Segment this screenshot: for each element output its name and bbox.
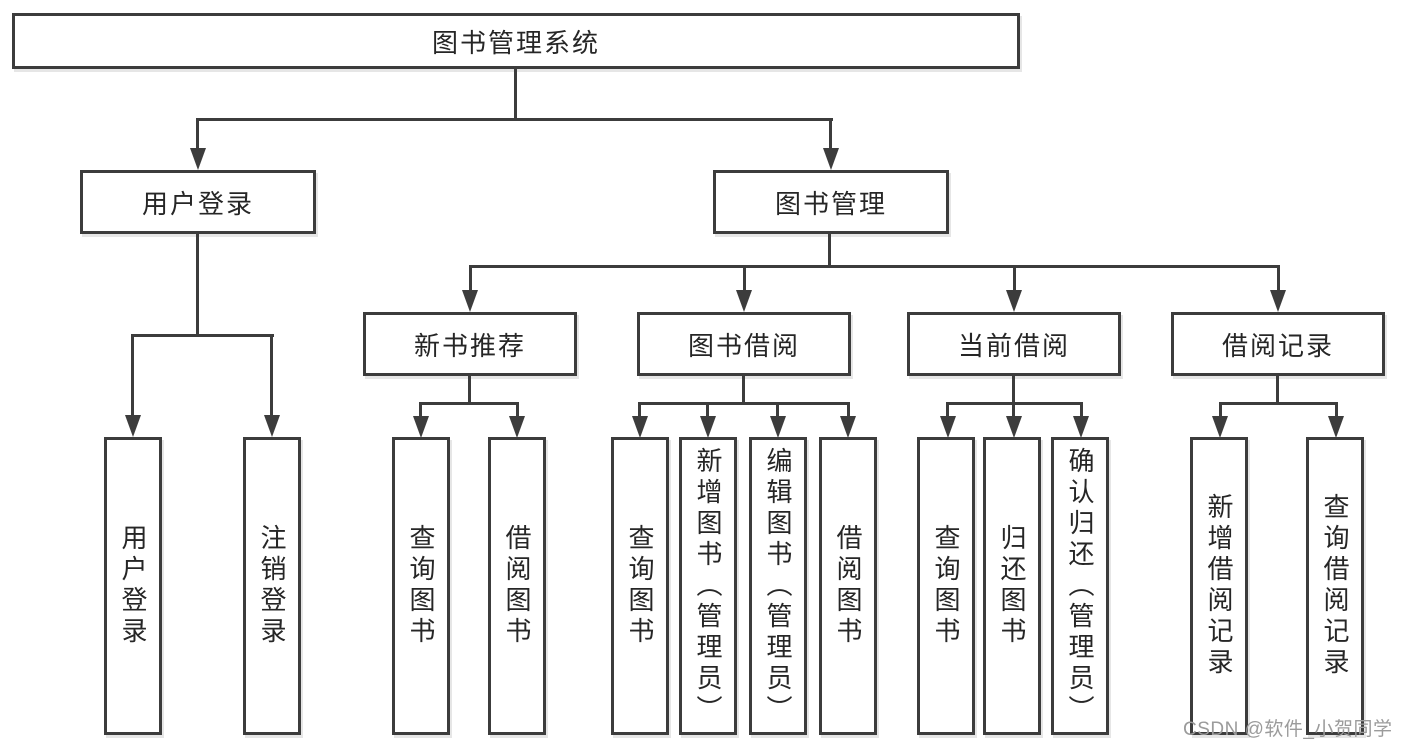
leaf-query-borrow-record: 查询借阅记录 — [1306, 437, 1364, 735]
leaf-label: 归还图书 — [997, 524, 1027, 648]
connector-line — [469, 265, 472, 292]
node-user-login: 用户登录 — [80, 170, 316, 234]
connector-line — [516, 402, 519, 417]
arrow-down-icon — [736, 290, 752, 312]
node-label: 用户登录 — [141, 188, 254, 219]
connector-line — [196, 234, 199, 337]
connector-line — [468, 376, 471, 404]
leaf-borrow-books-recommend: 借阅图书 — [488, 437, 546, 735]
connector-line — [706, 402, 709, 417]
node-borrowing-records: 借阅记录 — [1171, 312, 1385, 376]
connector-line — [419, 402, 519, 405]
arrow-down-icon — [1270, 290, 1286, 312]
arrow-down-icon — [1006, 416, 1022, 438]
connector-line — [946, 402, 949, 417]
arrow-down-icon — [632, 416, 648, 438]
leaf-label: 查询图书 — [931, 524, 961, 648]
connector-line — [270, 334, 273, 417]
connector-line — [1277, 265, 1280, 292]
connector-line — [419, 402, 422, 417]
node-book-management: 图书管理 — [713, 170, 949, 234]
node-label: 当前借阅 — [957, 330, 1070, 361]
node-label: 图书管理系统 — [431, 27, 600, 58]
leaf-query-books-recommend: 查询图书 — [392, 437, 450, 735]
leaf-label: 查询图书 — [625, 524, 655, 648]
leaf-confirm-return-admin: 确认归还（管理员） — [1051, 437, 1109, 735]
leaf-label: 用户登录 — [118, 524, 148, 648]
arrow-down-icon — [1212, 416, 1228, 438]
node-label: 新书推荐 — [413, 330, 526, 361]
connector-line — [1012, 402, 1015, 417]
arrow-down-icon — [509, 416, 525, 438]
leaf-add-book-admin: 新增图书（管理员） — [679, 437, 737, 735]
connector-line — [1276, 376, 1279, 404]
leaf-logout: 注销登录 — [243, 437, 301, 735]
connector-line — [1013, 265, 1016, 292]
arrow-down-icon — [1073, 416, 1089, 438]
leaf-label: 查询借阅记录 — [1320, 493, 1350, 679]
leaf-query-books-current: 查询图书 — [917, 437, 975, 735]
connector-line — [829, 118, 832, 150]
connector-line — [196, 118, 833, 121]
arrow-down-icon — [125, 415, 141, 437]
connector-line — [1012, 376, 1015, 404]
leaf-label: 确认归还（管理员） — [1065, 446, 1095, 726]
csdn-watermark: CSDN @软件_小贺同学 — [1183, 719, 1393, 740]
arrow-down-icon — [264, 415, 280, 437]
connector-line — [1219, 402, 1222, 417]
node-current-borrowing: 当前借阅 — [907, 312, 1121, 376]
node-new-book-recommendation: 新书推荐 — [363, 312, 577, 376]
arrow-down-icon — [823, 148, 839, 170]
arrow-down-icon — [462, 290, 478, 312]
connector-line — [514, 69, 517, 118]
connector-line — [828, 234, 831, 268]
leaf-add-borrow-record: 新增借阅记录 — [1190, 437, 1248, 735]
arrow-down-icon — [770, 416, 786, 438]
leaf-label: 新增图书（管理员） — [693, 446, 723, 726]
leaf-edit-book-admin: 编辑图书（管理员） — [749, 437, 807, 735]
connector-line — [847, 402, 850, 417]
leaf-user-login: 用户登录 — [104, 437, 162, 735]
leaf-label: 新增借阅记录 — [1204, 493, 1234, 679]
connector-line — [1219, 402, 1337, 405]
connector-line — [743, 265, 746, 292]
arrow-down-icon — [1328, 416, 1344, 438]
connector-line — [1335, 402, 1338, 417]
arrow-down-icon — [940, 416, 956, 438]
leaf-label: 查询图书 — [406, 524, 436, 648]
leaf-return-book: 归还图书 — [983, 437, 1041, 735]
connector-line — [196, 118, 199, 150]
node-label: 借阅记录 — [1221, 330, 1334, 361]
leaf-label: 注销登录 — [257, 524, 287, 648]
arrow-down-icon — [190, 148, 206, 170]
node-book-borrowing: 图书借阅 — [637, 312, 851, 376]
leaf-label: 借阅图书 — [502, 524, 532, 648]
leaf-label: 编辑图书（管理员） — [763, 446, 793, 726]
arrow-down-icon — [840, 416, 856, 438]
connector-line — [1080, 402, 1083, 417]
node-label: 图书管理 — [774, 188, 887, 219]
node-label: 图书借阅 — [687, 330, 800, 361]
arrow-down-icon — [413, 416, 429, 438]
connector-line — [742, 376, 745, 404]
arrow-down-icon — [700, 416, 716, 438]
connector-line — [638, 402, 641, 417]
connector-line — [638, 402, 850, 405]
leaf-borrow-books-borrowing: 借阅图书 — [819, 437, 877, 735]
arrow-down-icon — [1006, 290, 1022, 312]
connector-line — [131, 334, 274, 337]
leaf-query-books-borrowing: 查询图书 — [611, 437, 669, 735]
leaf-label: 借阅图书 — [833, 524, 863, 648]
connector-line — [469, 265, 1280, 268]
connector-line — [776, 402, 779, 417]
connector-line — [131, 334, 134, 417]
node-library-management-system: 图书管理系统 — [12, 13, 1020, 69]
